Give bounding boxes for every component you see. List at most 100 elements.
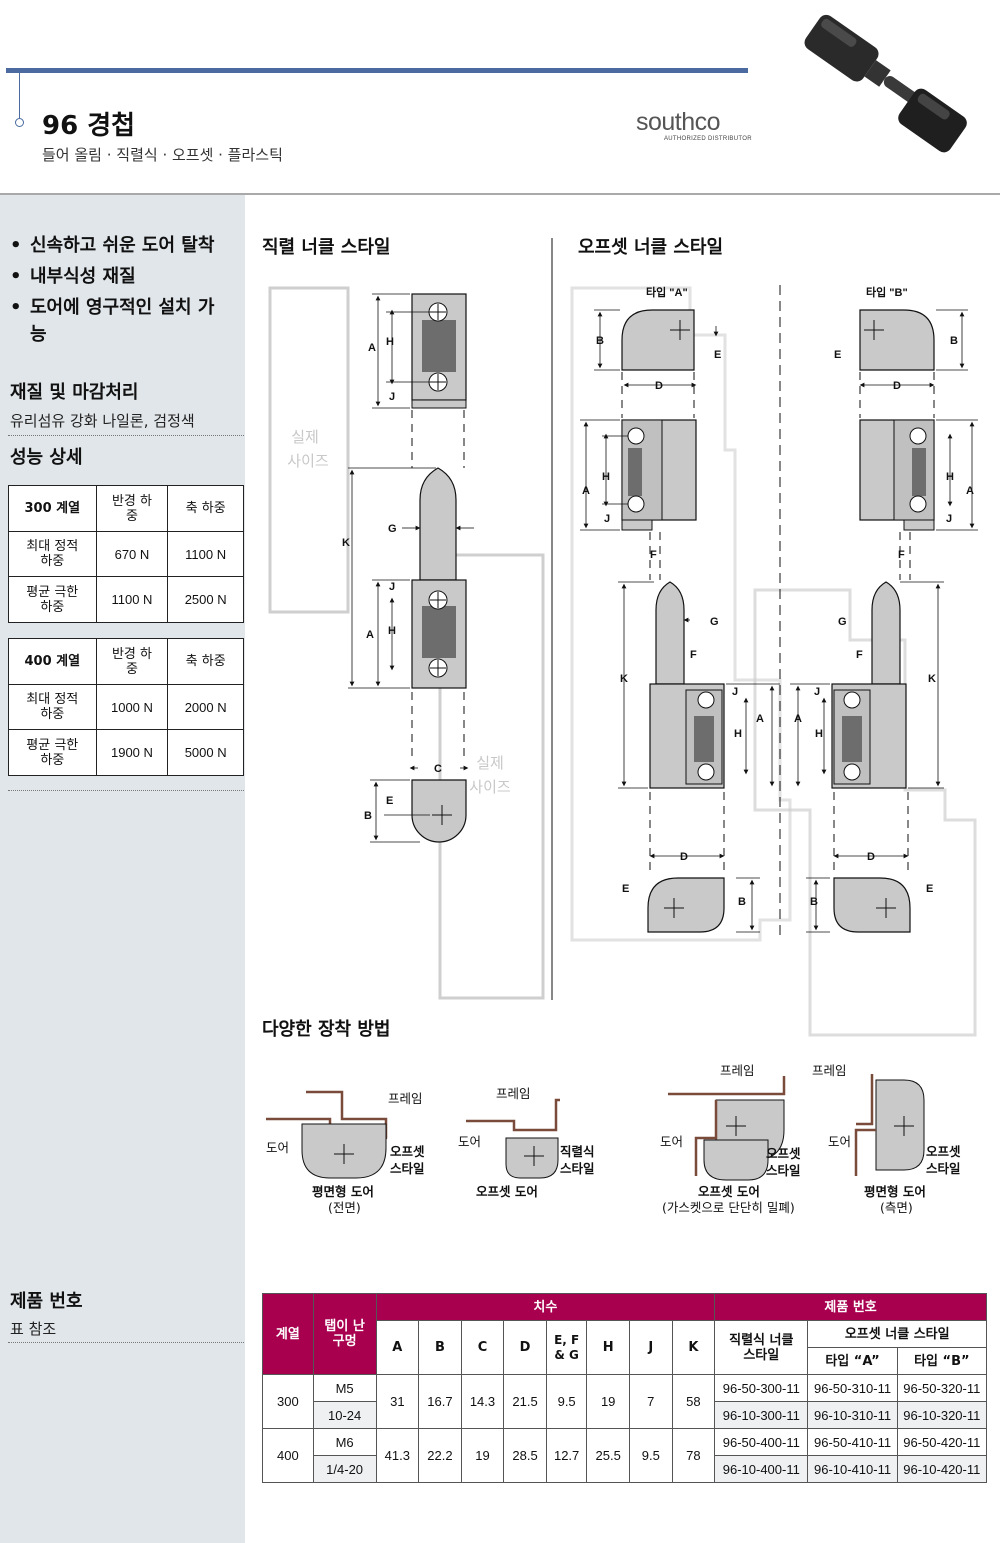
style-label: 스타일 bbox=[390, 1161, 425, 1176]
mounting-caption: (가스켓으로 단단히 밀폐) bbox=[662, 1200, 795, 1215]
spec-value: 670 N bbox=[95, 531, 169, 577]
col-tap: 탭이 난 구멍 bbox=[312, 1293, 377, 1375]
product-table: 계열 탭이 난 구멍 치수 제품 번호 A B C D E, F & G H J… bbox=[262, 1293, 988, 1483]
dim-g: G bbox=[710, 616, 719, 628]
sidebar-panel bbox=[0, 195, 245, 1543]
dim-h: H bbox=[388, 625, 396, 637]
style-label: 직렬식 bbox=[560, 1144, 595, 1159]
dim-h: H bbox=[602, 471, 610, 483]
mounting-offset-gasket bbox=[668, 1076, 786, 1181]
dim-f: F bbox=[898, 549, 905, 561]
cell-part: 96-50-300-11 bbox=[714, 1374, 809, 1402]
spec-value: 2500 N bbox=[167, 576, 244, 623]
cell-dim: 21.5 bbox=[503, 1374, 547, 1429]
brand-logo-sub: AUTHORIZED DISTRIBUTOR bbox=[664, 136, 752, 142]
col-type-a: 타입 “A” bbox=[807, 1347, 898, 1375]
dim-a: A bbox=[368, 342, 376, 354]
cell-dim: 9.5 bbox=[545, 1374, 588, 1429]
table-row: 300 M5 31 16.7 14.3 21.5 9.5 19 7 58 96-… bbox=[262, 1374, 988, 1429]
inline-pin-leaf bbox=[411, 467, 467, 689]
dim-k: K bbox=[928, 673, 936, 685]
type-a-end-view-bottom bbox=[647, 877, 725, 933]
dim-col: J bbox=[628, 1320, 673, 1375]
actual-size-outline bbox=[438, 553, 545, 1000]
dim-h: H bbox=[946, 471, 954, 483]
cell-series: 400 bbox=[262, 1428, 314, 1483]
cell-part: 96-10-410-11 bbox=[807, 1455, 898, 1483]
header-rule bbox=[6, 68, 748, 73]
type-b-end-view-top bbox=[859, 309, 935, 371]
type-b-pin-leaf bbox=[831, 581, 907, 789]
dim-k: K bbox=[620, 673, 628, 685]
dim-a: A bbox=[366, 629, 374, 641]
dim-g: G bbox=[388, 523, 397, 535]
performance-heading: 성능 상세 bbox=[10, 447, 83, 468]
cell-part: 96-50-410-11 bbox=[807, 1428, 898, 1456]
cell-tap: 1/4-20 bbox=[312, 1455, 377, 1483]
frame-label: 프레임 bbox=[388, 1091, 423, 1106]
dotted-divider bbox=[8, 1342, 244, 1343]
dim-g: G bbox=[838, 616, 847, 628]
cell-dim: 9.5 bbox=[628, 1428, 673, 1483]
spec-series: 400 계열 bbox=[8, 638, 97, 685]
spec-row-label: 평균 극한 하중 bbox=[8, 729, 97, 776]
spec-col-axial: 축 하중 bbox=[167, 485, 244, 532]
inline-upper-leaf bbox=[411, 293, 467, 409]
inline-end-view bbox=[411, 779, 467, 843]
cell-dim: 25.5 bbox=[586, 1428, 630, 1483]
door-label: 도어 bbox=[828, 1134, 851, 1149]
cell-part: 96-10-300-11 bbox=[714, 1401, 809, 1429]
dim-e: E bbox=[622, 883, 629, 895]
dim-c: C bbox=[434, 763, 442, 775]
part-number-text: 표 참조 bbox=[10, 1320, 57, 1338]
dim-j: J bbox=[604, 513, 610, 525]
cell-dim: 16.7 bbox=[418, 1374, 462, 1429]
mounting-flush-front bbox=[266, 1090, 388, 1179]
dim-j: J bbox=[732, 686, 738, 698]
dim-f: F bbox=[856, 649, 863, 661]
dim-e: E bbox=[714, 349, 721, 361]
style-label: 오프셋 bbox=[766, 1146, 801, 1161]
spec-value: 1100 N bbox=[167, 531, 244, 577]
type-a-end-view-top bbox=[621, 309, 695, 371]
dim-b: B bbox=[810, 896, 818, 908]
door-label: 도어 bbox=[458, 1134, 481, 1149]
cell-part: 96-10-400-11 bbox=[714, 1455, 809, 1483]
dim-j: J bbox=[389, 391, 395, 403]
mounting-caption: 평면형 도어 bbox=[312, 1184, 374, 1199]
actual-size-outline bbox=[570, 286, 792, 942]
dim-b: B bbox=[364, 810, 372, 822]
spec-row-label: 평균 극한 하중 bbox=[8, 576, 97, 623]
cell-dim: 14.3 bbox=[460, 1374, 505, 1429]
dim-k: K bbox=[342, 537, 350, 549]
door-label: 도어 bbox=[266, 1140, 289, 1155]
style-label: 스타일 bbox=[560, 1161, 595, 1176]
dim-j: J bbox=[814, 686, 820, 698]
style-label: 오프셋 bbox=[390, 1144, 425, 1159]
feature-item: 도어에 영구적인 설치 가능 bbox=[10, 294, 225, 348]
mounting-caption: (측면) bbox=[880, 1200, 913, 1215]
actual-size-label: 실제 bbox=[476, 754, 504, 772]
actual-size-label: 사이즈 bbox=[469, 778, 511, 796]
frame-label: 프레임 bbox=[812, 1063, 847, 1078]
cell-part: 96-50-400-11 bbox=[714, 1428, 809, 1456]
cell-series: 300 bbox=[262, 1374, 314, 1429]
cell-tap: M5 bbox=[312, 1374, 377, 1402]
dim-col: E, F & G bbox=[545, 1320, 588, 1375]
cell-dim: 31 bbox=[375, 1374, 420, 1429]
cell-dim: 41.3 bbox=[375, 1428, 420, 1483]
page-title: 96 경첩 bbox=[42, 111, 136, 141]
spec-value: 1900 N bbox=[95, 729, 169, 776]
frame-label: 프레임 bbox=[720, 1063, 755, 1078]
dim-col: A bbox=[375, 1320, 420, 1375]
col-series: 계열 bbox=[262, 1293, 314, 1375]
mounting-flush-side bbox=[854, 1074, 925, 1176]
col-offset: 오프셋 너클 스타일 bbox=[807, 1320, 987, 1348]
dim-e: E bbox=[834, 349, 841, 361]
part-number-heading: 제품 번호 bbox=[10, 1291, 83, 1312]
cell-part: 96-50-420-11 bbox=[896, 1428, 988, 1456]
spec-value: 5000 N bbox=[167, 729, 244, 776]
actual-size-outline bbox=[753, 588, 977, 1037]
cell-part: 96-50-320-11 bbox=[896, 1374, 988, 1402]
cell-part: 96-50-310-11 bbox=[807, 1374, 898, 1402]
